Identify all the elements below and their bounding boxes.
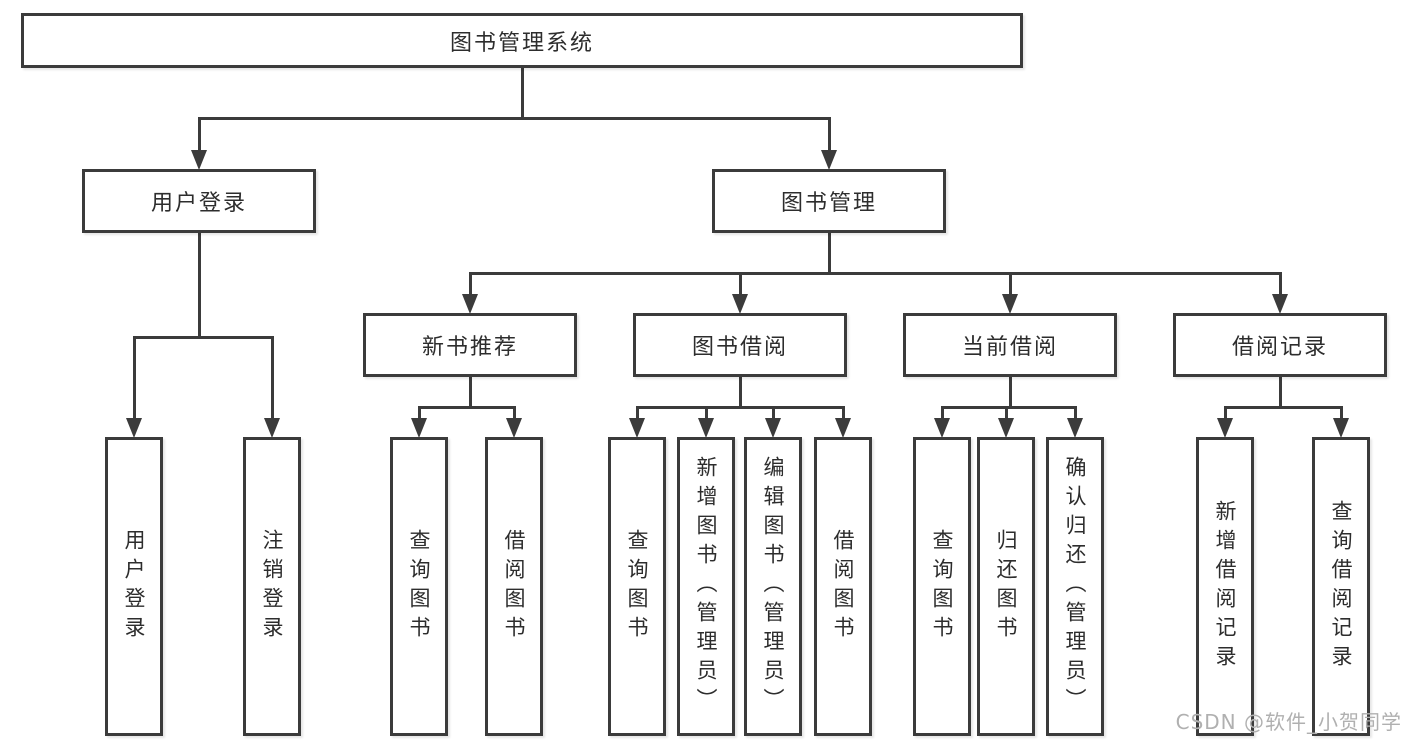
connector-line [1278, 273, 1282, 296]
arrow-down-icon [1217, 418, 1233, 438]
node-book-management: 图书管理 [712, 169, 946, 233]
node-borrow-record: 借阅记录 [1173, 313, 1387, 377]
arrow-down-icon [411, 418, 427, 438]
node-label-user-login-module: 用户登录 [150, 191, 247, 216]
arrow-down-icon [126, 418, 142, 438]
node-label-book-management: 图书管理 [780, 191, 877, 216]
connector-line [827, 233, 831, 273]
arrow-down-icon [934, 418, 950, 438]
node-add-book-admin: 新增图书（管理员） [677, 437, 735, 736]
arrow-down-icon [506, 418, 522, 438]
node-logout-action: 注销登录 [243, 437, 301, 736]
watermark-text: CSDN @软件_小贺同学 [1175, 710, 1402, 734]
node-query-book-current: 查询图书 [913, 437, 971, 736]
arrow-down-icon [765, 418, 781, 438]
connector-line [940, 405, 1077, 409]
node-label-add-borrow-record: 新增借阅记录 [1213, 499, 1237, 674]
arrow-down-icon [264, 418, 280, 438]
node-label-logout-action: 注销登录 [260, 528, 284, 645]
node-label-borrow-book-recommend: 借阅图书 [502, 528, 526, 645]
connector-line [1073, 407, 1077, 420]
node-label-user-login-action: 用户登录 [122, 528, 146, 645]
node-label-query-book-recommend: 查询图书 [407, 528, 431, 645]
connector-line [771, 407, 775, 420]
connector-line [417, 407, 421, 420]
connector-line [635, 405, 845, 409]
connector-line [738, 273, 742, 296]
connector-line [841, 407, 845, 420]
node-edit-book-admin: 编辑图书（管理员） [744, 437, 802, 736]
node-label-book-borrow: 图书借阅 [691, 335, 788, 360]
connector-line [827, 118, 831, 152]
connector-line [704, 407, 708, 420]
connector-line [132, 337, 136, 420]
node-new-book-recommend: 新书推荐 [363, 313, 577, 377]
node-return-book: 归还图书 [977, 437, 1035, 736]
node-query-book-borrow: 查询图书 [608, 437, 666, 736]
connector-line [197, 118, 201, 152]
connector-line [1004, 407, 1008, 420]
arrow-down-icon [835, 418, 851, 438]
connector-line [270, 337, 274, 420]
connector-line [468, 271, 1282, 275]
connector-line [1223, 405, 1343, 409]
arrow-down-icon [462, 294, 478, 314]
connector-line [738, 377, 742, 407]
connector-line [468, 377, 472, 407]
node-label-system-root: 图书管理系统 [449, 30, 594, 56]
arrow-down-icon [821, 150, 837, 170]
arrow-down-icon [1333, 418, 1349, 438]
node-query-borrow-record: 查询借阅记录 [1312, 437, 1370, 736]
arrow-down-icon [1272, 294, 1288, 314]
arrow-down-icon [1002, 294, 1018, 314]
node-label-return-book: 归还图书 [994, 528, 1018, 645]
node-label-new-book-recommend: 新书推荐 [421, 335, 518, 360]
node-label-confirm-return-admin: 确认归还（管理员） [1063, 456, 1087, 717]
connector-line [1278, 377, 1282, 407]
connector-line [1008, 377, 1012, 407]
connector-line [520, 68, 524, 118]
connector-line [1339, 407, 1343, 420]
node-label-borrow-record: 借阅记录 [1231, 335, 1328, 360]
node-borrow-book-recommend: 借阅图书 [485, 437, 543, 736]
arrow-down-icon [629, 418, 645, 438]
arrow-down-icon [732, 294, 748, 314]
connector-line [940, 407, 944, 420]
node-label-borrow-book-action: 借阅图书 [831, 528, 855, 645]
arrow-down-icon [998, 418, 1014, 438]
connector-line [197, 116, 831, 120]
node-label-query-borrow-record: 查询借阅记录 [1329, 499, 1353, 674]
node-add-borrow-record: 新增借阅记录 [1196, 437, 1254, 736]
node-book-borrow: 图书借阅 [633, 313, 847, 377]
connector-line [1008, 273, 1012, 296]
node-label-edit-book-admin: 编辑图书（管理员） [761, 456, 785, 717]
node-user-login-action: 用户登录 [105, 437, 163, 736]
node-label-query-book-borrow: 查询图书 [625, 528, 649, 645]
node-user-login-module: 用户登录 [82, 169, 316, 233]
node-label-current-borrow: 当前借阅 [961, 335, 1058, 360]
node-system-root: 图书管理系统 [21, 13, 1023, 68]
node-borrow-book-action: 借阅图书 [814, 437, 872, 736]
node-label-query-book-current: 查询图书 [930, 528, 954, 645]
arrow-down-icon [698, 418, 714, 438]
connector-line [512, 407, 516, 420]
connector-line [1223, 407, 1227, 420]
arrow-down-icon [191, 150, 207, 170]
connector-line [417, 405, 516, 409]
arrow-down-icon [1067, 418, 1083, 438]
connector-line [132, 335, 274, 339]
node-label-add-book-admin: 新增图书（管理员） [694, 456, 718, 717]
connector-line [197, 233, 201, 337]
node-query-book-recommend: 查询图书 [390, 437, 448, 736]
node-confirm-return-admin: 确认归还（管理员） [1046, 437, 1104, 736]
connector-line [635, 407, 639, 420]
connector-line [468, 273, 472, 296]
node-current-borrow: 当前借阅 [903, 313, 1117, 377]
